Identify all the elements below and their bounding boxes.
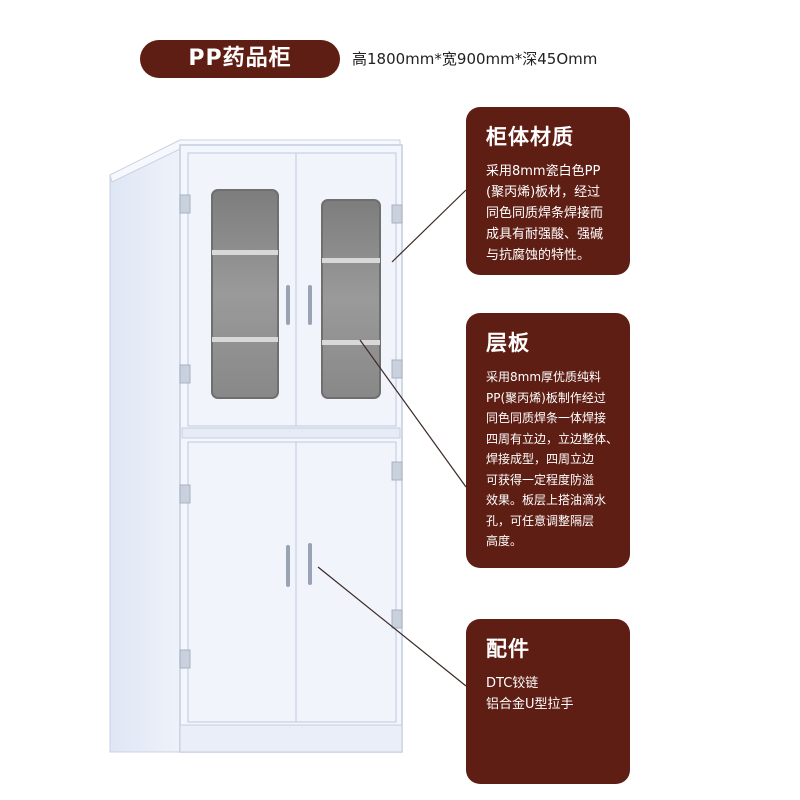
door-handle[interactable] (308, 543, 312, 585)
feature-heading: 配件 (486, 637, 530, 661)
lower-left-door[interactable] (187, 441, 297, 723)
feature-card-parts: 配件 DTC铰链 铝合金U型拉手 (466, 619, 630, 784)
cabinet-side-panel (109, 139, 181, 753)
cabinet-divider (181, 427, 401, 439)
upper-right-door[interactable] (295, 152, 397, 427)
glass-panel (211, 189, 279, 399)
door-handle[interactable] (286, 285, 290, 325)
feature-card-material: 柜体材质 采用8mm瓷白色PP (聚丙烯)板材，经过 同色同质焊条焊接而 成具有… (466, 107, 630, 275)
feature-heading: 层板 (486, 331, 530, 355)
leader-line-material (391, 189, 467, 263)
leader-lines (317, 189, 467, 687)
shelf-board (212, 337, 278, 342)
hinge-icon (179, 194, 403, 669)
upper-left-door[interactable] (187, 152, 297, 427)
feature-text: 采用8mm瓷白色PP (聚丙烯)板材，经过 同色同质焊条焊接而 成具有耐强酸、强… (486, 164, 604, 263)
feature-heading: 柜体材质 (486, 125, 574, 149)
leader-line-parts (317, 566, 467, 687)
cabinet-base (179, 724, 403, 753)
shelf-board (212, 250, 278, 255)
feature-text: 采用8mm厚优质纯料 PP(聚丙烯)板制作经过 同色同质焊条一体焊接 四周有立边… (486, 370, 619, 548)
dimensions-text: 高1800mm*宽900mm*深45Omm (352, 50, 598, 68)
feature-text: DTC铰链 铝合金U型拉手 (486, 676, 574, 712)
shelf-board (322, 258, 380, 263)
door-handle[interactable] (308, 285, 312, 325)
product-title: PP药品柜 (140, 40, 340, 78)
lower-right-door[interactable] (295, 441, 397, 723)
shelf-board (322, 340, 380, 345)
feature-card-shelf: 层板 采用8mm厚优质纯料 PP(聚丙烯)板制作经过 同色同质焊条一体焊接 四周… (466, 313, 630, 568)
glass-panel (321, 199, 381, 399)
door-handle[interactable] (286, 545, 290, 587)
leader-line-shelf (359, 339, 467, 488)
